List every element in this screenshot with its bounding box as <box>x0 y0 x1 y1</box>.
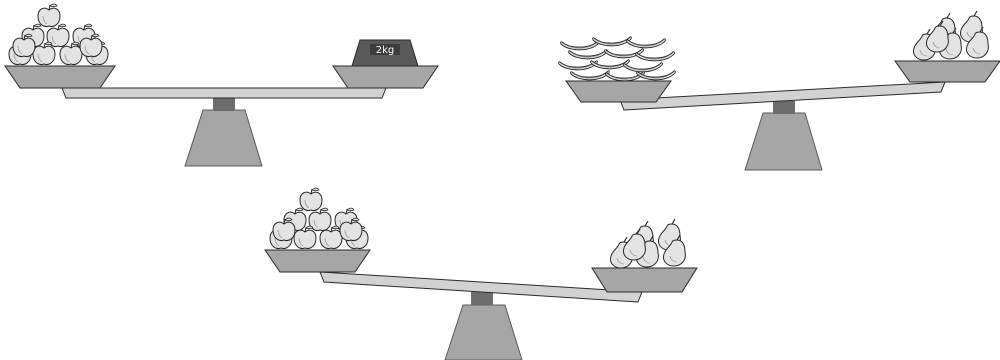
weight-label: 2kg <box>376 45 395 56</box>
scale-base <box>445 305 522 360</box>
pears-pile <box>610 219 685 268</box>
apple <box>300 188 322 210</box>
scale-base <box>745 113 822 170</box>
scale-pan-right <box>333 66 438 88</box>
scale-beam <box>62 88 386 98</box>
scale-pan-left <box>265 250 370 272</box>
banana <box>624 63 663 72</box>
banana <box>569 50 608 59</box>
apples-stack <box>270 188 368 248</box>
scale-top-left: 2kg <box>5 4 438 166</box>
banana <box>561 41 600 50</box>
apples-stack <box>9 4 108 64</box>
scale-pan-right <box>895 61 1000 82</box>
scale-pivot <box>471 292 493 305</box>
bananas-pile <box>559 37 676 81</box>
scale-base <box>185 110 262 166</box>
banana <box>593 37 632 46</box>
apple <box>38 4 60 26</box>
scale-bottom <box>265 188 697 360</box>
scale-top-right <box>559 11 1000 170</box>
scale-pan-left <box>5 66 115 88</box>
scale-pivot <box>213 98 235 111</box>
banana <box>627 39 666 48</box>
pears-pile <box>913 11 988 60</box>
banana <box>571 71 610 80</box>
scale-pivot <box>773 101 795 114</box>
scale-pan-left <box>566 81 671 102</box>
weight-block: 2kg <box>352 40 418 66</box>
scale-pan-right <box>592 268 697 292</box>
